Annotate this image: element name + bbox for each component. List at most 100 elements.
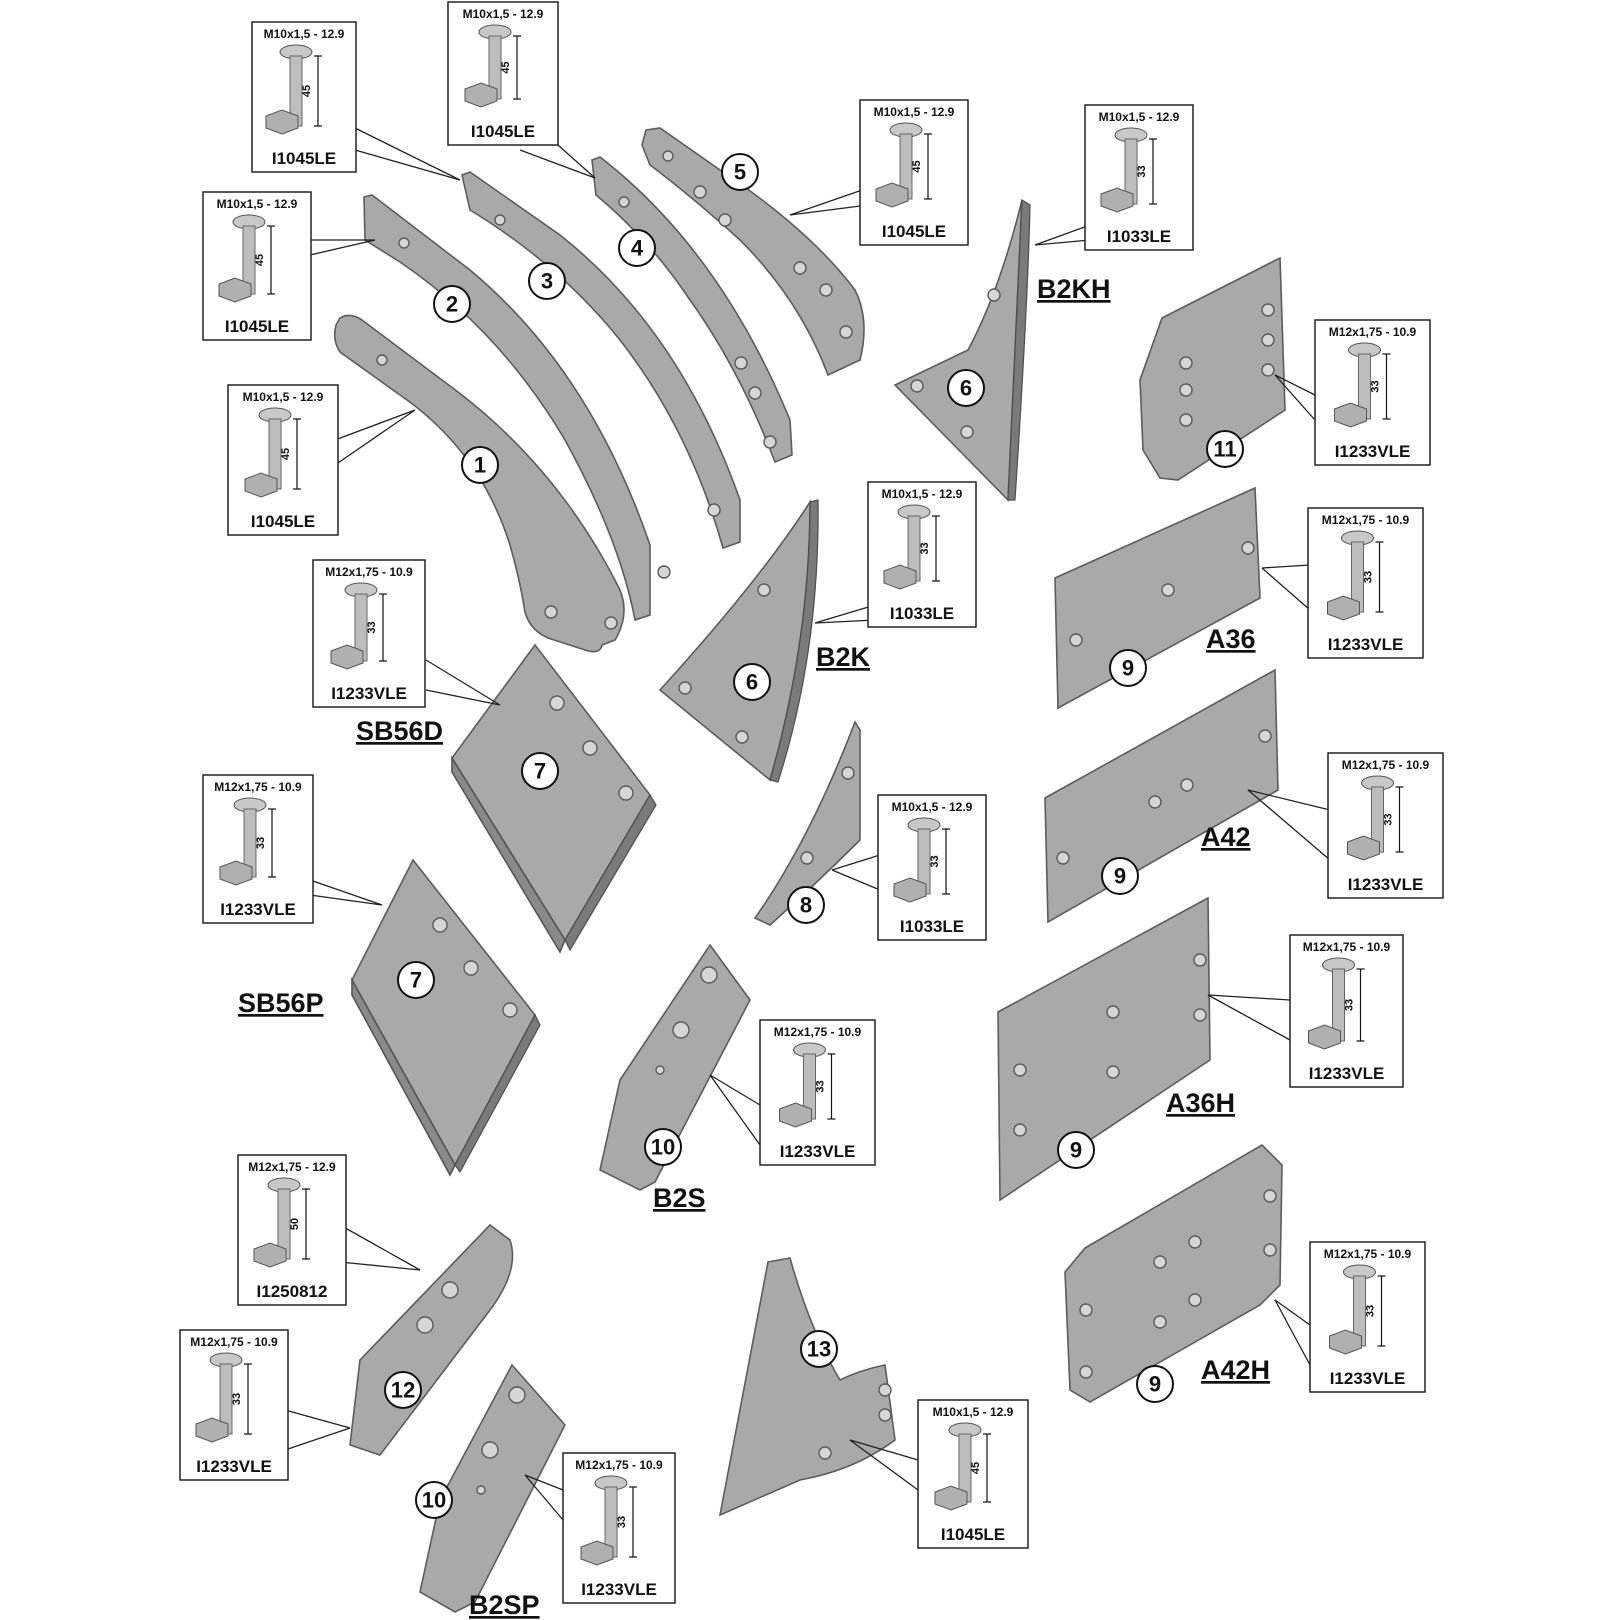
svg-text:8: 8 — [800, 893, 812, 918]
bolt-spec: M12x1,75 - 10.9 — [1322, 513, 1410, 527]
svg-text:12: 12 — [391, 1378, 415, 1403]
bolt-spec: M12x1,75 - 10.9 — [774, 1025, 862, 1039]
bolt-length: 33 — [366, 621, 378, 633]
callout-9-a42h: 9 — [1136, 1365, 1174, 1403]
bolt-spec: M10x1,5 - 12.9 — [933, 1405, 1014, 1419]
bolt-spec: M10x1,5 - 12.9 — [217, 197, 298, 211]
part-9-a42-shape — [1044, 668, 1279, 924]
label-a36: A36 — [1206, 624, 1256, 654]
callout-7-sb56p: 7 — [397, 961, 435, 999]
bolt-spec: M12x1,75 - 10.9 — [575, 1458, 663, 1472]
callout-6-b2k: 6 — [733, 663, 771, 701]
bolt-length: 33 — [1136, 165, 1148, 177]
label-sb56d: SB56D — [356, 716, 443, 746]
bolt-length: 33 — [1365, 1305, 1377, 1317]
part-10-b2s-shape — [599, 943, 751, 1191]
label-b2k: B2K — [816, 642, 871, 672]
bolt-code: I1045LE — [225, 317, 289, 336]
bolt-length: 45 — [970, 1462, 982, 1474]
bolt-spec: M12x1,75 - 10.9 — [1342, 758, 1430, 772]
bolt-code: I1233VLE — [1309, 1064, 1385, 1083]
svg-text:9: 9 — [1114, 864, 1126, 889]
part-8-shape — [753, 720, 861, 926]
bolt-spec: M12x1,75 - 12.9 — [248, 1160, 336, 1174]
part-5-shape — [641, 127, 865, 377]
callout-2: 2 — [433, 285, 471, 323]
svg-text:9: 9 — [1149, 1372, 1161, 1397]
svg-text:9: 9 — [1070, 1138, 1082, 1163]
bolt-length: 33 — [255, 837, 267, 849]
bolt-code: I1045LE — [941, 1525, 1005, 1544]
bolt-code: I1233VLE — [1328, 635, 1404, 654]
nut-icon — [253, 1242, 287, 1268]
bolt-length: 33 — [616, 1516, 628, 1528]
part-7-sb56d-shape — [451, 643, 657, 954]
svg-text:7: 7 — [534, 759, 546, 784]
bolt-spec: M10x1,5 - 12.9 — [243, 390, 324, 404]
part-6-b2k-shape — [658, 499, 819, 783]
part-9-a36-shape — [1054, 486, 1261, 710]
bolt-length: 33 — [1344, 999, 1356, 1011]
callouts: 1 2 3 4 5 6 6 7 7 8 9 9 9 9 10 10 11 12 … — [384, 153, 1244, 1519]
svg-text:11: 11 — [1213, 437, 1236, 462]
bolt-spec: M12x1,75 - 10.9 — [1303, 940, 1391, 954]
part-9-a42h-shape — [1064, 1143, 1283, 1403]
part-shapes — [333, 127, 1286, 1613]
bolt-code: I1250812 — [257, 1282, 328, 1301]
bolt-code: I1033LE — [1107, 227, 1171, 246]
svg-text:2: 2 — [446, 292, 458, 317]
svg-text:1: 1 — [474, 453, 486, 478]
callout-7-sb56d: 7 — [521, 752, 559, 790]
part-6-b2kh-shape — [893, 198, 1031, 502]
bolt-length: 33 — [929, 855, 941, 867]
part-2-shape — [363, 194, 671, 622]
nut-icon — [1334, 402, 1367, 428]
label-b2kh: B2KH — [1037, 274, 1111, 304]
bolt-code: I1045LE — [272, 149, 336, 168]
bolt-length: 45 — [911, 160, 923, 172]
bolt-code: I1233VLE — [331, 684, 407, 703]
svg-text:9: 9 — [1122, 656, 1134, 681]
bolt-code: I1045LE — [882, 222, 946, 241]
nut-icon — [779, 1102, 812, 1128]
svg-text:5: 5 — [734, 160, 746, 185]
bolt-length: 33 — [815, 1080, 827, 1092]
bolt-code: I1033LE — [900, 917, 964, 936]
callout-3: 3 — [528, 262, 566, 300]
bolt-length: 33 — [1370, 380, 1382, 392]
nut-icon — [1347, 835, 1380, 861]
nut-icon — [244, 472, 278, 498]
callout-9-a36h: 9 — [1057, 1131, 1095, 1169]
callout-4: 4 — [618, 229, 656, 267]
nut-icon — [934, 1485, 968, 1511]
bolt-box-frame — [562, 1452, 676, 1604]
bolt-spec: M12x1,75 - 10.9 — [190, 1335, 278, 1349]
nut-icon — [464, 82, 498, 108]
callout-9-a42: 9 — [1101, 857, 1139, 895]
nut-icon — [219, 860, 253, 886]
model-labels: B2KH B2K SB56D SB56P A36 A42 A36H A42H B… — [238, 274, 1270, 1620]
bolt-length: 45 — [301, 85, 313, 97]
bolt-code: I1233VLE — [220, 900, 296, 919]
bolt-code: I1045LE — [471, 122, 535, 141]
part-11-shape — [1139, 256, 1286, 481]
svg-text:6: 6 — [746, 670, 758, 695]
bolt-length: 45 — [500, 61, 512, 73]
bolt-length: 33 — [1363, 571, 1375, 583]
callout-9-a36: 9 — [1109, 649, 1147, 687]
bolt-spec: M12x1,75 - 10.9 — [1324, 1247, 1412, 1261]
bolt-spec: M10x1,5 - 12.9 — [1099, 110, 1180, 124]
part-1-shape — [333, 314, 625, 653]
nut-icon — [1327, 595, 1360, 621]
svg-text:13: 13 — [807, 1337, 831, 1362]
